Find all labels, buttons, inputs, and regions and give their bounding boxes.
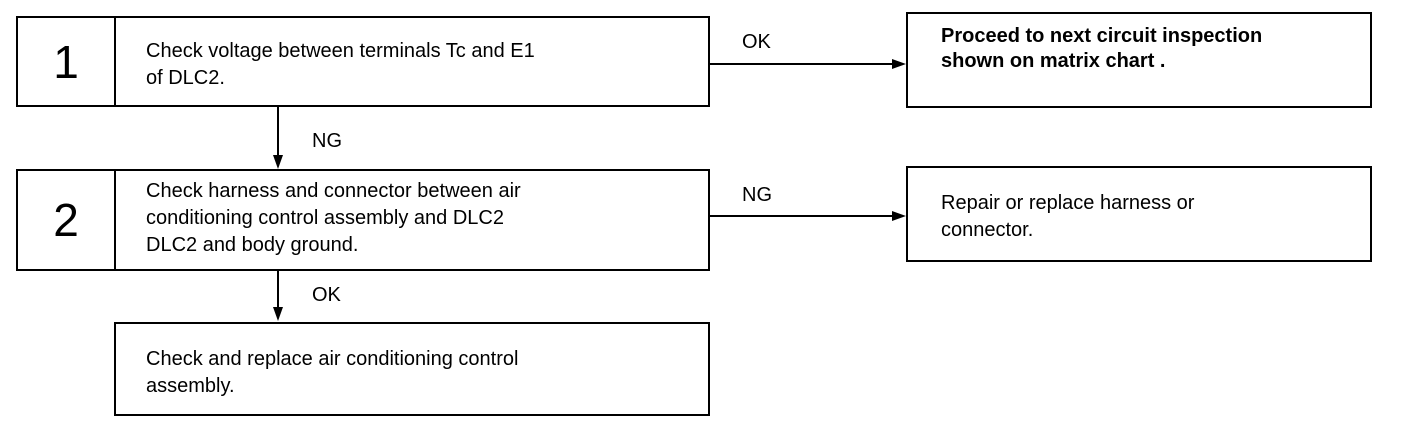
- step-2-number: 2: [18, 171, 116, 269]
- final-step-box: Check and replace air conditioning contr…: [114, 322, 710, 416]
- step-1-number: 1: [18, 18, 116, 105]
- result-1-text: Proceed to next circuit inspection shown…: [941, 25, 1263, 72]
- final-step-text: Check and replace air conditioning contr…: [146, 348, 519, 397]
- arrowhead-step1-step2: [273, 155, 283, 169]
- step-1-box: 1 Check voltage between terminals Tc and…: [16, 16, 710, 107]
- arrowhead-step1-result1: [892, 59, 906, 69]
- arrowhead-step2-result2: [892, 211, 906, 221]
- result-2-text: Repair or replace harness or connector.: [941, 192, 1195, 241]
- edge-label-step2-ok: OK: [312, 284, 341, 306]
- step-1-text: Check voltage between terminals Tc and E…: [146, 40, 535, 89]
- edge-label-step1-ng: NG: [312, 130, 342, 152]
- result-2-box: Repair or replace harness or connector.: [906, 166, 1372, 262]
- arrowhead-step2-final: [273, 307, 283, 321]
- result-1-box: Proceed to next circuit inspection shown…: [906, 12, 1372, 108]
- edge-label-step1-ok: OK: [742, 31, 771, 53]
- edge-label-step2-ng: NG: [742, 184, 772, 206]
- step-2-text: Check harness and connector between air …: [146, 180, 521, 256]
- step-2-box: 2 Check harness and connector between ai…: [16, 169, 710, 271]
